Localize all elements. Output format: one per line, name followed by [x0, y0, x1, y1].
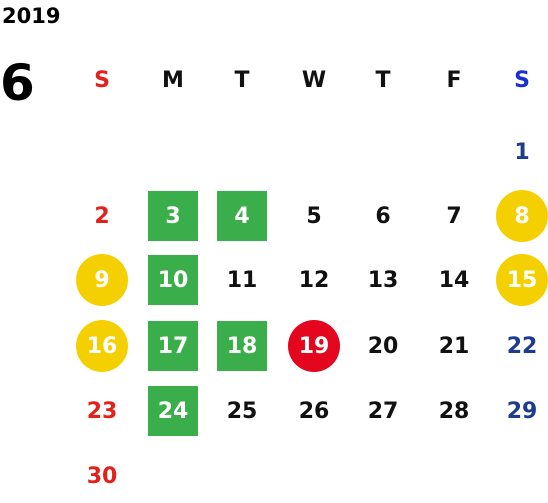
day-cell-26[interactable]: 26: [298, 398, 330, 424]
day-cell-30[interactable]: 30: [86, 463, 118, 489]
day-cell-12[interactable]: 12: [298, 267, 330, 293]
day-cell-16[interactable]: 16: [76, 320, 128, 372]
day-cell-22[interactable]: 22: [506, 333, 538, 359]
day-cell-7[interactable]: 7: [446, 203, 462, 229]
day-cell-10[interactable]: 10: [148, 255, 198, 305]
day-cell-14[interactable]: 14: [438, 267, 470, 293]
month-number: 6: [0, 54, 35, 112]
day-cell-19[interactable]: 19: [288, 320, 340, 372]
day-cell-20[interactable]: 20: [367, 333, 399, 359]
weekday-label: T: [234, 68, 250, 93]
day-cell-28[interactable]: 28: [438, 398, 470, 424]
day-cell-23[interactable]: 23: [86, 398, 118, 424]
weekday-label: T: [375, 68, 391, 93]
day-cell-4[interactable]: 4: [217, 191, 267, 241]
day-cell-5[interactable]: 5: [306, 203, 322, 229]
day-cell-13[interactable]: 13: [367, 267, 399, 293]
day-cell-2[interactable]: 2: [94, 203, 110, 229]
day-cell-25[interactable]: 25: [226, 398, 258, 424]
day-cell-17[interactable]: 17: [148, 321, 198, 371]
day-cell-9[interactable]: 9: [76, 254, 128, 306]
weekday-label: W: [301, 68, 327, 93]
day-cell-3[interactable]: 3: [148, 191, 198, 241]
day-cell-21[interactable]: 21: [438, 333, 470, 359]
day-cell-18[interactable]: 18: [217, 321, 267, 371]
day-cell-8[interactable]: 8: [496, 190, 548, 242]
day-cell-6[interactable]: 6: [375, 203, 391, 229]
day-cell-27[interactable]: 27: [367, 398, 399, 424]
year-label: 2019: [2, 4, 61, 28]
weekday-label: S: [514, 68, 530, 93]
day-cell-24[interactable]: 24: [148, 386, 198, 436]
day-cell-15[interactable]: 15: [496, 254, 548, 306]
day-cell-29[interactable]: 29: [506, 398, 538, 424]
weekday-label: M: [162, 68, 184, 93]
weekday-label: S: [94, 68, 110, 93]
weekday-label: F: [446, 68, 462, 93]
day-cell-11[interactable]: 11: [226, 267, 258, 293]
day-cell-1[interactable]: 1: [514, 139, 530, 165]
